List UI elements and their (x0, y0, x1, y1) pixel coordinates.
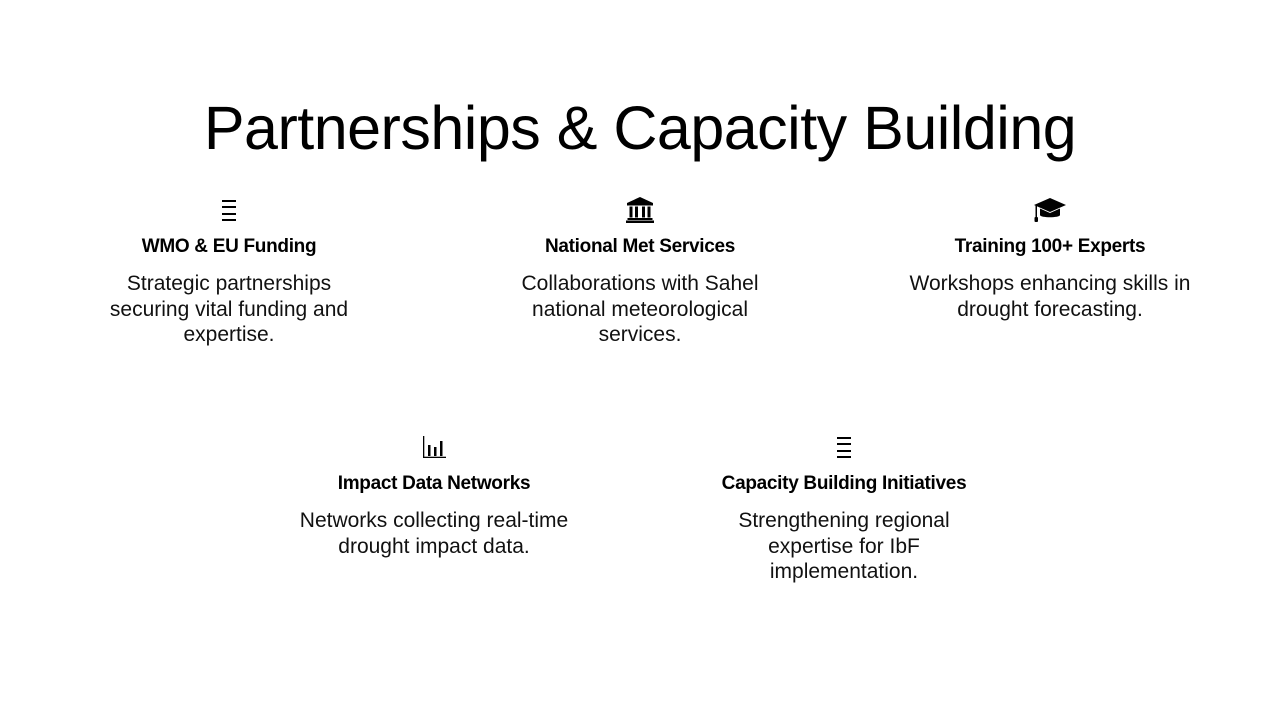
page-title: Partnerships & Capacity Building (203, 93, 1077, 162)
institution-building-icon (480, 195, 800, 225)
list-icon (69, 195, 389, 225)
card-capacity-building-initiatives: Capacity Building Initiatives Strengthen… (684, 432, 1004, 585)
card-impact-data-networks: Impact Data Networks Networks collecting… (274, 432, 594, 559)
card-title: National Met Services (544, 236, 736, 257)
card-title: Impact Data Networks (337, 473, 531, 494)
card-title: Training 100+ Experts (954, 236, 1146, 257)
bar-chart-icon (274, 432, 594, 462)
card-description: Workshops enhancing skills in drought fo… (909, 272, 1191, 321)
card-title: Capacity Building Initiatives (721, 473, 967, 494)
card-national-met-services: National Met Services Collaborations wit… (480, 195, 800, 348)
card-description: Strengthening regional expertise for IbF… (738, 509, 950, 583)
card-wmo-eu-funding: WMO & EU Funding Strategic partnerships … (69, 195, 389, 348)
graduation-cap-icon (890, 195, 1210, 225)
list-icon (684, 432, 1004, 462)
card-title: WMO & EU Funding (141, 236, 317, 257)
card-training-experts: Training 100+ Experts Workshops enhancin… (890, 195, 1210, 322)
card-description: Strategic partnerships securing vital fu… (109, 272, 349, 346)
card-description: Networks collecting real-time drought im… (299, 509, 569, 558)
card-description: Collaborations with Sahel national meteo… (521, 272, 759, 346)
